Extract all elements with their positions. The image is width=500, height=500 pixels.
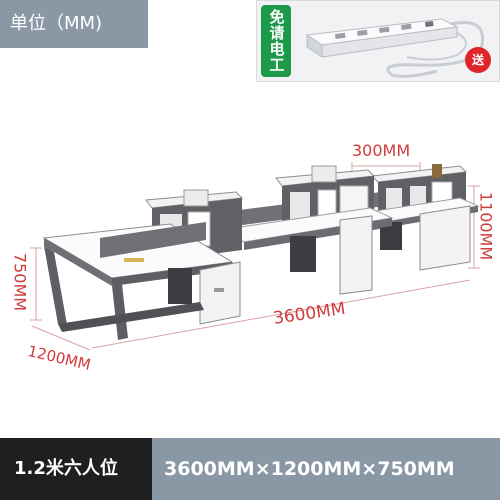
dimension-shelf-width: 300MM: [352, 141, 411, 160]
workstation-illustration: [30, 162, 480, 351]
dimension-desk-height: 750MM: [10, 252, 30, 312]
promo-tag: 免请电工: [261, 5, 291, 77]
dimension-total-height: 1100MM: [476, 191, 496, 261]
unit-label: 单位（MM): [0, 0, 148, 48]
desk-front-left: [42, 222, 241, 340]
model-label: 1.2米六人位: [0, 438, 152, 500]
spec-footer: 1.2米六人位 3600MM×1200MM×750MM: [0, 438, 500, 500]
power-strip-promo: 免请电工 送: [256, 0, 500, 82]
gift-badge: 送: [465, 47, 491, 73]
size-label: 3600MM×1200MM×750MM: [152, 438, 500, 500]
power-strip-image: [305, 18, 485, 78]
